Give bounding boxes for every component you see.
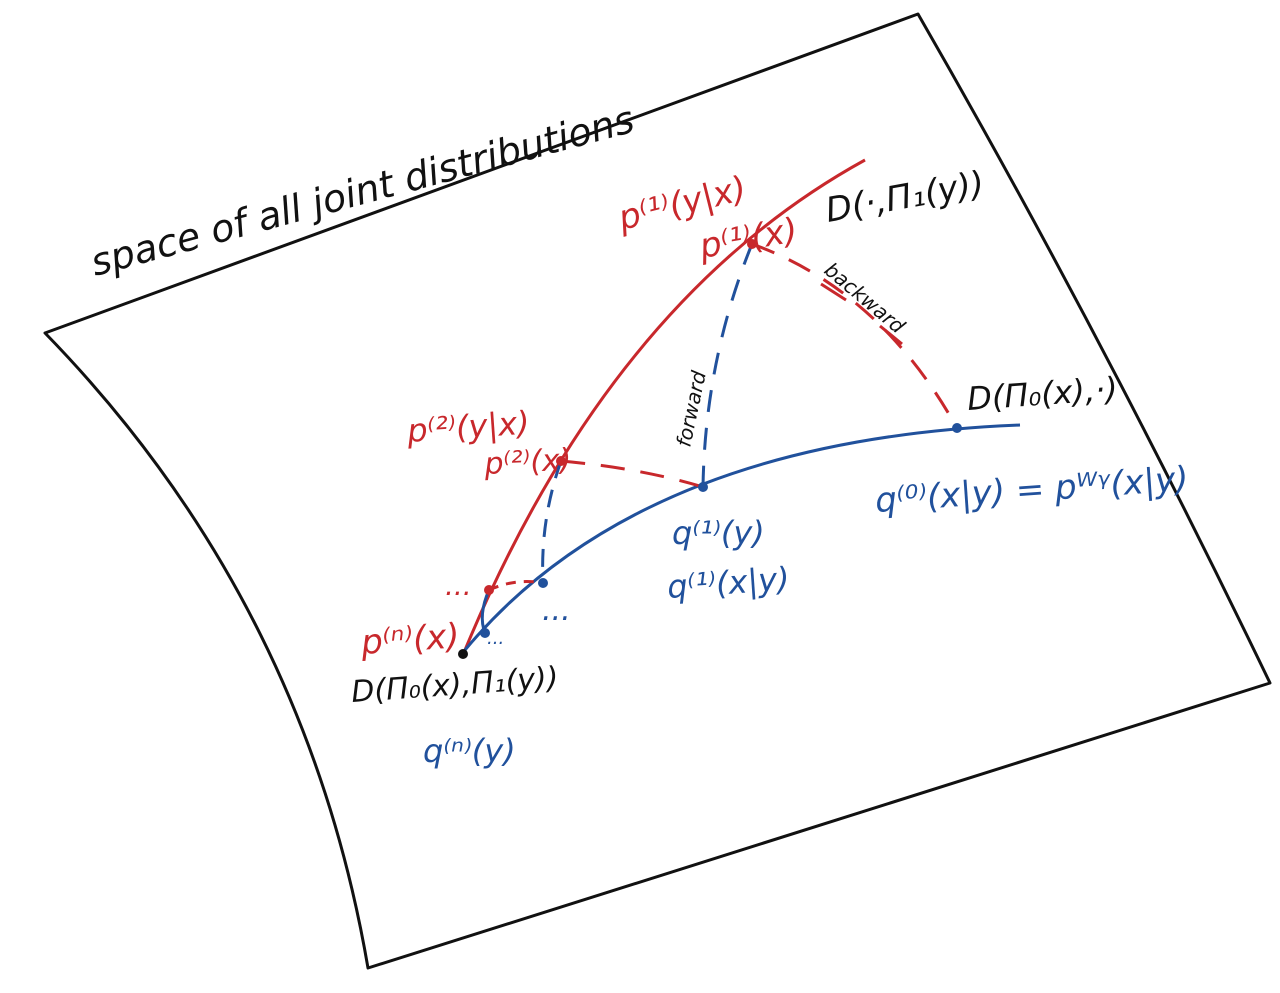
point-q2 [538,578,548,588]
backward-dashed-2 [560,459,704,489]
point-q1 [698,482,708,492]
label-pn-x: p⁽ⁿ⁾(x) [359,616,461,663]
point-p2 [556,456,566,466]
limit-point [458,649,468,659]
backward-underline-1 [820,282,847,302]
blue-curve [463,423,1021,651]
label-q1-y: q⁽¹⁾(y) [672,514,765,552]
ellipsis-blue: ... [542,593,571,628]
point-p1 [747,239,757,249]
label-p2-y-given-x: p⁽²⁾(y|x) [405,404,531,451]
distribution-space-sheet [43,12,1272,970]
forward-dashed-2 [541,460,563,584]
red-curve [463,158,866,651]
label-qn-y: q⁽ⁿ⁾(y) [423,732,516,770]
label-p2-x: p⁽²⁾(x) [483,442,573,482]
point-qn [480,628,490,638]
backward-dashed-1 [751,242,959,429]
forward-dashed-1 [701,243,754,488]
point-q0 [952,423,962,433]
ellipsis-red: ... [445,569,472,602]
label-q1-x-given-y: q⁽¹⁾(x|y) [666,560,791,606]
point-pn [484,585,494,595]
ellipsis-small: ... [487,628,504,649]
backward-underline-2 [879,324,903,346]
